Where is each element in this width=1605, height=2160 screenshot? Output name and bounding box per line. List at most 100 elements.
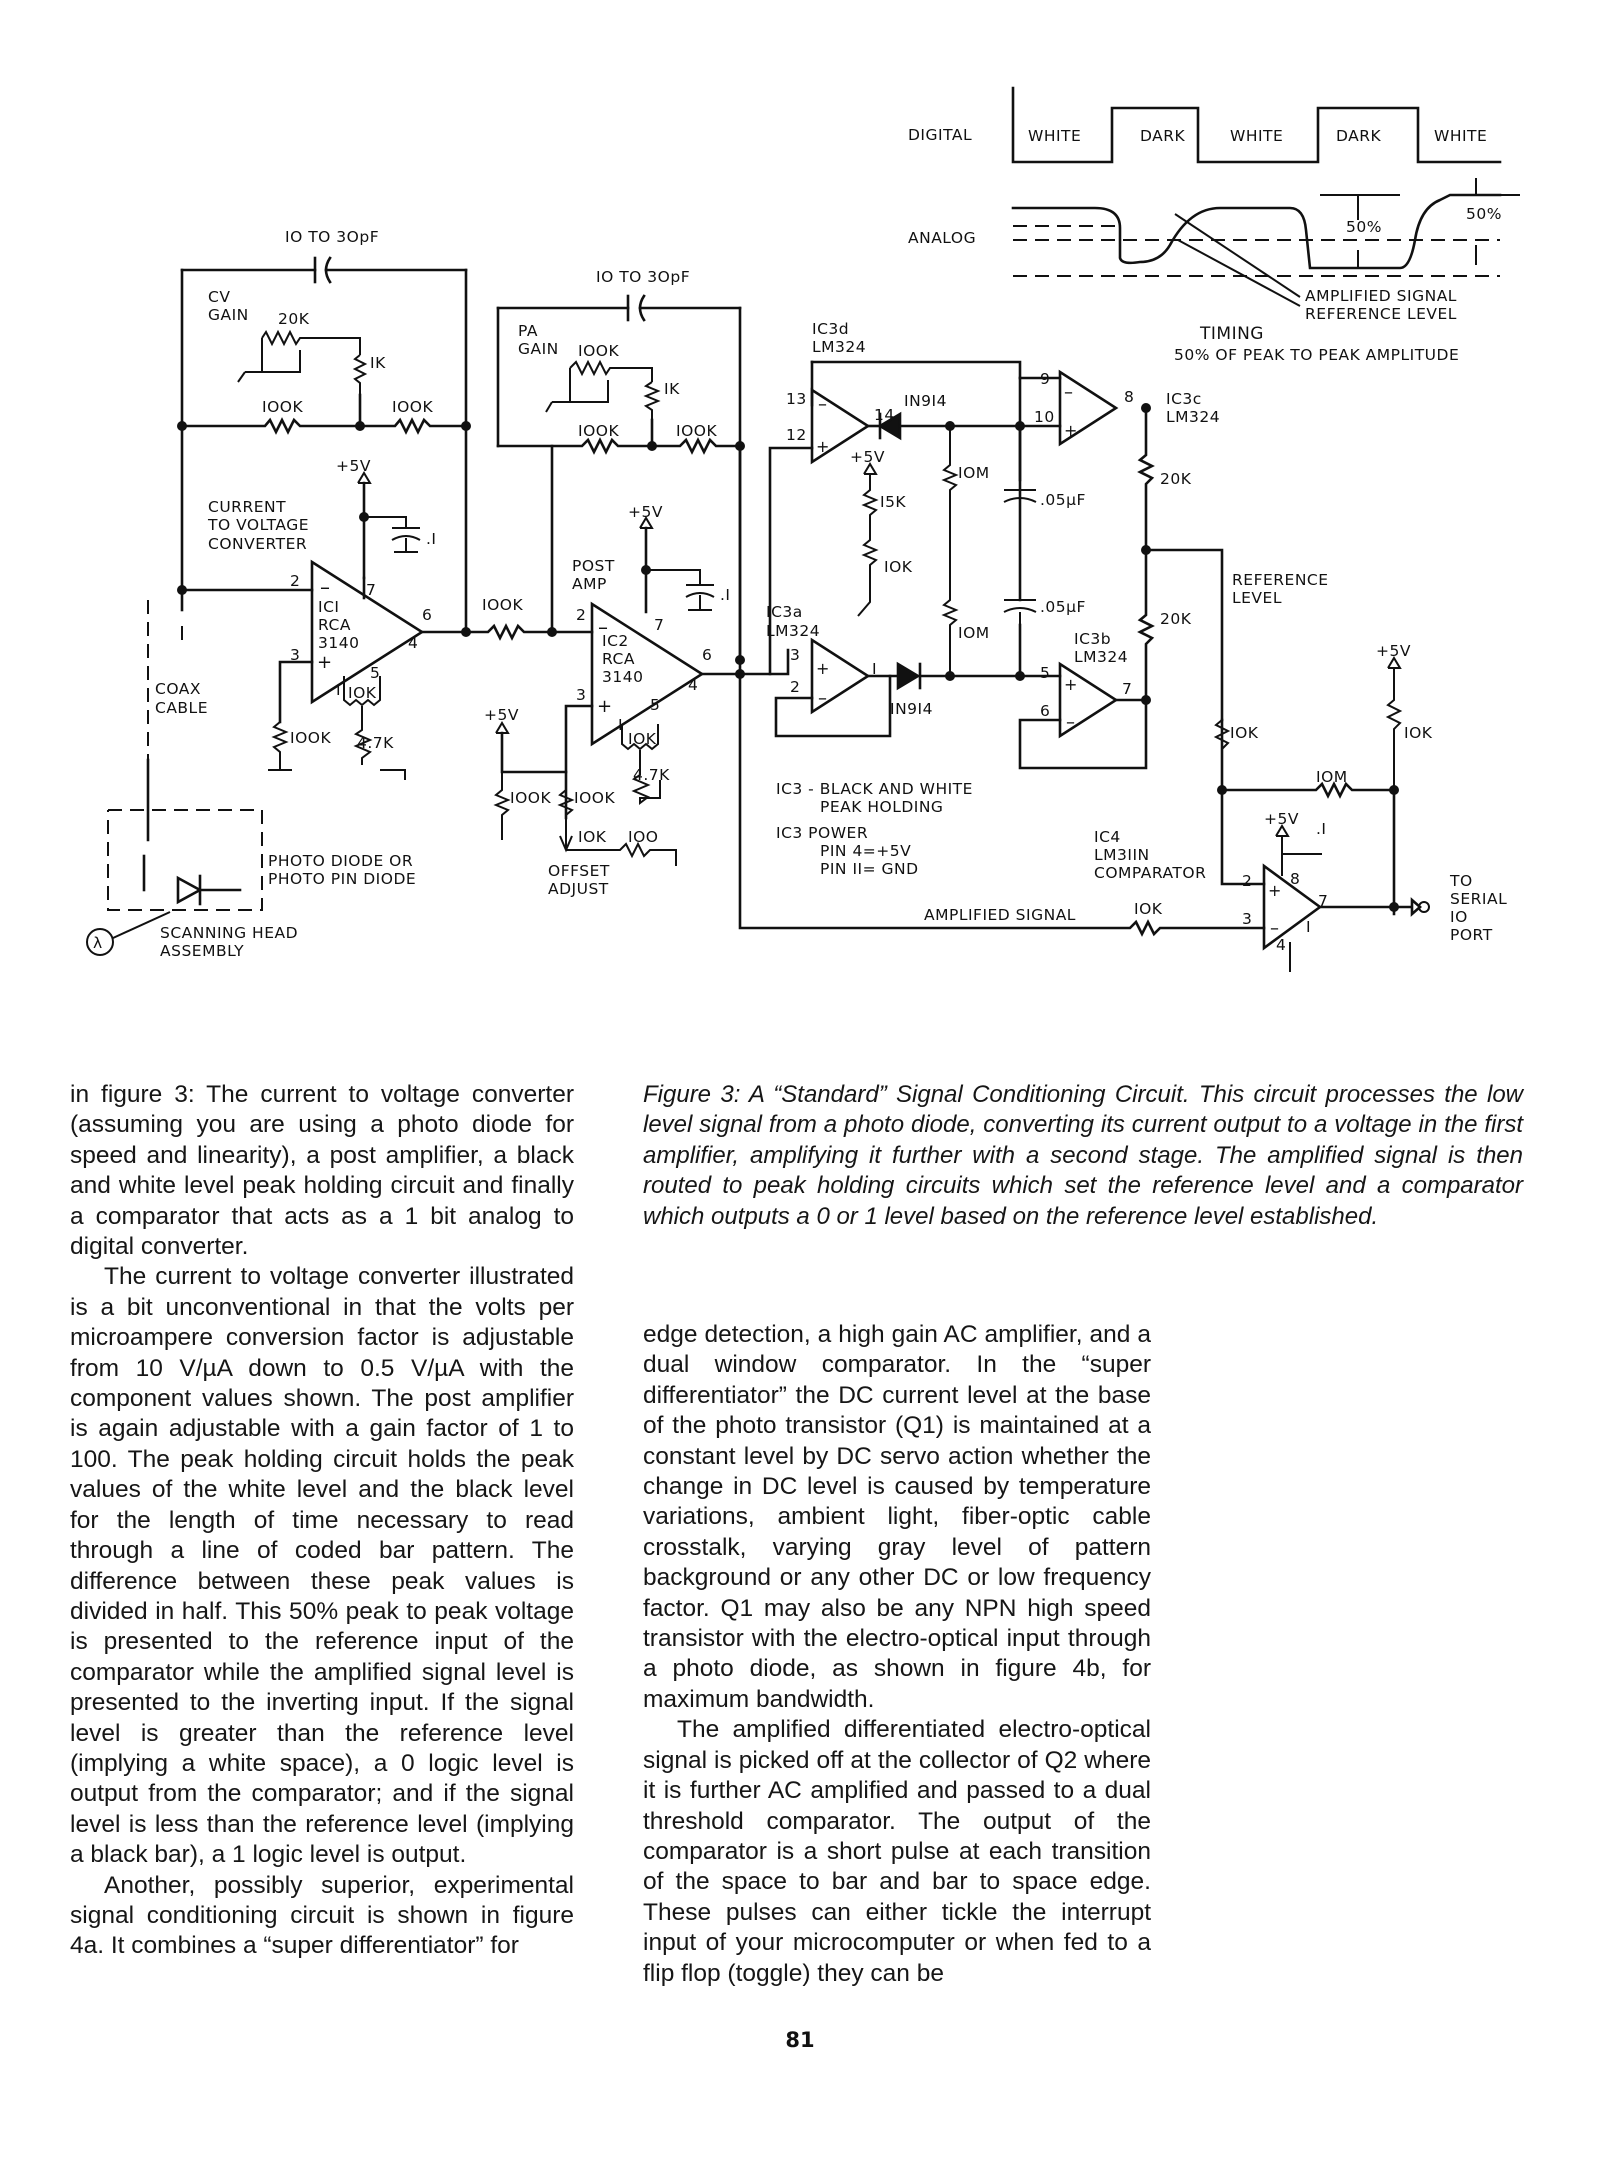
ic2-pin1: I bbox=[618, 716, 623, 734]
cap-05-label-2: .05µF bbox=[1040, 598, 1086, 616]
fifty-percent-label-1: 50% bbox=[1346, 218, 1382, 236]
to-serial-label-2: SERIAL bbox=[1450, 890, 1507, 908]
ic4-pin2: 2 bbox=[1242, 872, 1252, 890]
svg-text:+: + bbox=[816, 437, 830, 456]
ic3-power-3: PIN II= GND bbox=[820, 860, 919, 878]
ic2-pin2: 2 bbox=[576, 606, 586, 624]
ic3a-pin1: I bbox=[872, 660, 877, 678]
ic3d-opamp bbox=[810, 387, 871, 465]
ic3a-label-2: LM324 bbox=[766, 622, 820, 640]
post-amp-label-2: AMP bbox=[572, 575, 607, 593]
svg-text:+: + bbox=[317, 652, 333, 673]
r100k-label-9: IOOK bbox=[574, 789, 615, 807]
offset-label-2: ADJUST bbox=[548, 880, 609, 898]
to-serial-label-4: PORT bbox=[1450, 926, 1493, 944]
ic3b-label-2: LM324 bbox=[1074, 648, 1128, 666]
peak-holding-stage: IC3d LM324 – + 13 12 14 IN9I4 +5V I5K IO… bbox=[735, 320, 1328, 878]
post-amp-label-1: POST bbox=[572, 557, 615, 575]
amplified-signal-ref-label: AMPLIFIED SIGNAL bbox=[1305, 287, 1457, 305]
r10k-label-7: IOK bbox=[1134, 900, 1163, 918]
svg-text:–: – bbox=[1270, 918, 1280, 939]
ic3c-opamp bbox=[1058, 369, 1119, 447]
photo-diode-label-2: PHOTO PIN DIODE bbox=[268, 870, 416, 888]
timing-note: 50% OF PEAK TO PEAK AMPLITUDE bbox=[1174, 346, 1459, 364]
white-label-1: WHITE bbox=[1028, 127, 1081, 145]
scanning-head-label-1: SCANNING HEAD bbox=[160, 924, 298, 942]
reference-level-ref-label: REFERENCE LEVEL bbox=[1305, 305, 1457, 323]
ic1-pin2: 2 bbox=[290, 572, 300, 590]
converter-label-2: TO VOLTAGE bbox=[207, 516, 309, 534]
ic2-pin6: 6 bbox=[702, 646, 712, 664]
converter-label-1: CURRENT bbox=[208, 498, 286, 516]
ic3c-label-1: IC3c bbox=[1166, 390, 1202, 408]
r15k-label: I5K bbox=[880, 493, 906, 511]
plus5v-label-2: +5V bbox=[628, 503, 663, 521]
cap-range-label-2: IO TO 3OpF bbox=[596, 268, 690, 286]
ic1-label-1: ICI bbox=[318, 598, 339, 616]
left-paragraph: in figure 3: The current to voltage conv… bbox=[70, 1081, 574, 1261]
current-to-voltage-stage: IO TO 3OpF CV GAIN 20K IK IOOK IOOK +5V … bbox=[86, 228, 471, 960]
figure-caption: Figure 3: A “Standard” Signal Conditioni… bbox=[643, 1081, 1523, 1230]
ic3c-pin8: 8 bbox=[1124, 388, 1134, 406]
ic3d-label-2: LM324 bbox=[812, 338, 866, 356]
ic2-pin5: 5 bbox=[650, 696, 660, 714]
ic3c-pin10: 10 bbox=[1034, 408, 1055, 426]
ic3b-opamp bbox=[1058, 661, 1119, 739]
left-paragraph: Another, possibly superior, experimental… bbox=[70, 1871, 574, 1960]
post-amp-stage: IOOK IO TO 3OpF PA GAIN IOOK IK IOOK IOO… bbox=[464, 268, 745, 898]
ic2-pin3: 3 bbox=[576, 686, 586, 704]
ic1-label-2: RCA bbox=[318, 616, 351, 634]
ic3b-label-1: IC3b bbox=[1074, 630, 1111, 648]
cap-point1-label-1: .I bbox=[426, 530, 437, 548]
ic4-pin4: 4 bbox=[1276, 936, 1286, 954]
cap-05-label-1: .05µF bbox=[1040, 491, 1086, 509]
ic3c-label-2: LM324 bbox=[1166, 408, 1220, 426]
ic2-label-2: RCA bbox=[602, 650, 635, 668]
r100k-label-8: IOOK bbox=[510, 789, 551, 807]
ic2-pin4: 4 bbox=[688, 676, 698, 694]
cv-gain-label-2: GAIN bbox=[208, 306, 249, 324]
r20k-label-2: 20K bbox=[1160, 470, 1192, 488]
scanning-head-label-2: ASSEMBLY bbox=[160, 942, 244, 960]
amplified-signal-label: AMPLIFIED SIGNAL bbox=[924, 906, 1076, 924]
photo-diode-label-1: PHOTO DIODE OR bbox=[268, 852, 413, 870]
left-paragraph: The current to voltage converter illustr… bbox=[70, 1263, 574, 1869]
r100k-label-7: IOOK bbox=[676, 422, 717, 440]
ic1-pin1: I bbox=[336, 681, 341, 699]
dark-label-2: DARK bbox=[1336, 127, 1382, 145]
r1k-label-1: IK bbox=[370, 354, 386, 372]
ic4-pin3: 3 bbox=[1242, 910, 1252, 928]
ic1-pin5: 5 bbox=[370, 664, 380, 682]
offset-label-1: OFFSET bbox=[548, 862, 610, 880]
fifty-percent-label-2: 50% bbox=[1466, 205, 1502, 223]
r10m-label-1: IOM bbox=[958, 464, 990, 482]
ic1-pin7: 7 bbox=[366, 581, 376, 599]
r100k-label-6: IOOK bbox=[578, 422, 619, 440]
svg-text:–: – bbox=[320, 575, 331, 599]
r100k-label-2: IOOK bbox=[392, 398, 433, 416]
ic3-power-1: IC3 POWER bbox=[776, 824, 868, 842]
ic3a-label-1: IC3a bbox=[766, 603, 803, 621]
ic3-note-2: PEAK HOLDING bbox=[820, 798, 943, 816]
ic3a-pin2: 2 bbox=[790, 678, 800, 696]
ic4-pin1: I bbox=[1306, 918, 1311, 936]
ic3a-pin3: 3 bbox=[790, 646, 800, 664]
r47k-label-2: 4.7K bbox=[633, 766, 670, 784]
svg-text:+: + bbox=[1064, 675, 1078, 694]
ic1-pin3: 3 bbox=[290, 646, 300, 664]
r10m-label-2: IOM bbox=[958, 624, 990, 642]
timing-diagram: DIGITAL WHITE DARK WHITE DARK WHITE ANAL… bbox=[908, 86, 1520, 364]
digital-label: DIGITAL bbox=[908, 126, 972, 144]
to-serial-label-1: TO bbox=[1449, 872, 1473, 890]
pa-gain-label-1: PA bbox=[518, 322, 538, 340]
ic4-pin7: 7 bbox=[1318, 892, 1328, 910]
right-paragraph: The amplified differentiated electro-opt… bbox=[643, 1716, 1151, 1987]
ic4-opamp bbox=[1262, 863, 1323, 951]
r47k-label-1: 4.7K bbox=[357, 734, 394, 752]
ic1-pin4: 4 bbox=[408, 634, 418, 652]
analog-waveform bbox=[1011, 193, 1502, 270]
svg-text:–: – bbox=[1064, 382, 1074, 403]
cv-gain-label-1: CV bbox=[208, 288, 230, 306]
ic3-note-1: IC3 - BLACK AND WHITE bbox=[776, 780, 973, 798]
ic3d-label-1: IC3d bbox=[812, 320, 849, 338]
